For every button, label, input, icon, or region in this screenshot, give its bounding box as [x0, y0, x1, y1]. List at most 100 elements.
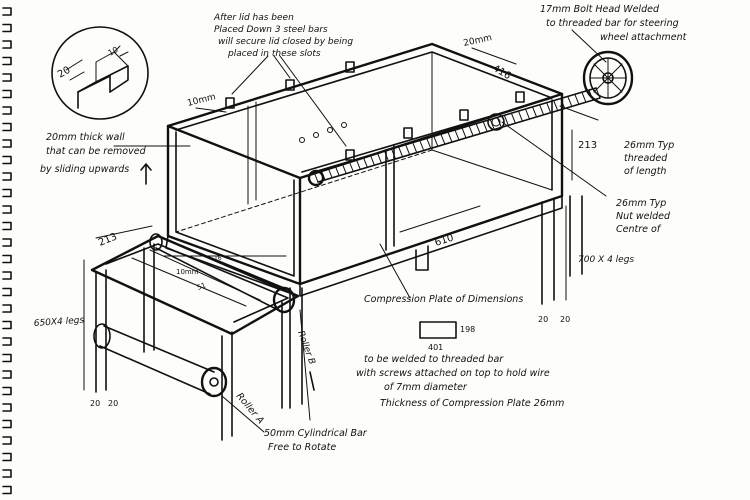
- lid-note-3: will secure lid closed by being: [218, 37, 353, 47]
- bolt-note-2: to threaded bar for steering: [546, 18, 679, 29]
- binding-ring: [2, 7, 12, 16]
- dim-width-213-left: 213: [97, 231, 119, 248]
- thread-mark: [419, 140, 425, 151]
- binding-ring: [2, 320, 12, 330]
- thread-mark: [510, 112, 516, 124]
- thread-mark: [489, 119, 495, 130]
- binding-ring: [2, 172, 12, 181]
- binding-ring: [2, 337, 12, 346]
- binding-ring: [2, 403, 12, 412]
- binding-ring: [2, 122, 12, 132]
- binding-ring: [2, 386, 12, 396]
- bolt-note-1: 17mm Bolt Head Welded: [540, 4, 660, 15]
- thread-mark: [391, 148, 397, 160]
- binding-ring: [2, 23, 12, 33]
- dim-inner-10mm: 10mm: [176, 268, 199, 276]
- bar-note-3: of length: [624, 166, 666, 177]
- binding-ring: [2, 469, 12, 478]
- weld-note-2: with screws attached on top to hold wire: [356, 368, 550, 379]
- wall-note-3: by sliding upwards: [40, 164, 129, 175]
- lid-note-1: After lid has been: [213, 13, 294, 23]
- thread-mark: [405, 144, 411, 156]
- bolt-note-3: wheel attachment: [600, 32, 688, 43]
- lid-slots: [225, 61, 525, 161]
- binding-ring: [2, 238, 12, 247]
- dim-leg-20-b: 20: [560, 315, 570, 324]
- steering-wheel: [582, 50, 634, 106]
- thread-mark: [482, 121, 488, 133]
- thread-mark: [525, 108, 530, 120]
- spiral-binding: [0, 0, 16, 500]
- compression-plate-outline: [419, 321, 457, 339]
- binding-ring: [2, 40, 12, 49]
- thread-mark: [376, 152, 382, 164]
- thread-mark: [581, 91, 587, 103]
- thread-mark: [313, 171, 319, 183]
- binding-ring: [2, 370, 12, 379]
- annotation-arrows: [113, 29, 607, 433]
- weld-note-3: of 7mm diameter: [384, 382, 468, 393]
- dim-leg-20-d: 20: [108, 399, 118, 408]
- plate-height: 198: [460, 325, 475, 334]
- roller-b-label: Roller B: [295, 330, 316, 366]
- dim-inner-51: 51: [196, 281, 207, 292]
- cylinder-note-1: 50mm Cylindrical Bar: [264, 428, 368, 439]
- roller-a-label: Roller A: [234, 391, 266, 426]
- binding-ring: [2, 89, 12, 99]
- detail-dim-10: 10: [107, 45, 120, 58]
- binding-ring: [2, 205, 12, 214]
- thread-mark: [412, 142, 418, 154]
- wall-note-2: that can be removed: [46, 146, 147, 157]
- dim-leg-20-a: 20: [538, 315, 548, 324]
- dim-length-610: 610: [434, 232, 456, 248]
- roller-stand: [90, 233, 315, 441]
- dimension-lines: [83, 47, 573, 391]
- legs-left-label: 650X4 legs: [34, 315, 85, 329]
- thread-mark: [539, 104, 545, 116]
- thread-mark: [560, 98, 566, 109]
- binding-ring: [2, 419, 12, 429]
- thread-mark: [426, 137, 432, 149]
- thread-mark: [567, 95, 573, 107]
- dim-inner-16: 16: [214, 255, 222, 262]
- thread-mark: [574, 93, 580, 105]
- thickness-note: Thickness of Compression Plate 26mm: [380, 398, 564, 409]
- binding-ring: [2, 155, 12, 165]
- binding-ring: [2, 452, 12, 462]
- thread-mark: [348, 161, 354, 172]
- lid-note-4: placed in these slots: [227, 49, 321, 59]
- thread-mark: [384, 150, 389, 162]
- thread-mark: [355, 158, 361, 170]
- binding-rings: [2, 7, 12, 495]
- thread-mark: [496, 116, 502, 128]
- binding-ring: [2, 353, 12, 363]
- thread-mark: [440, 133, 446, 145]
- thread-mark: [461, 127, 467, 139]
- main-box: [165, 42, 564, 297]
- binding-ring: [2, 221, 12, 231]
- binding-ring: [2, 287, 12, 297]
- legs-right-label: 700 X 4 legs: [578, 255, 634, 265]
- thread-mark: [517, 110, 523, 122]
- thread-mark: [532, 106, 538, 118]
- dim-leg-20-c: 20: [90, 399, 100, 408]
- bar-note-1: 26mm Typ: [624, 140, 674, 151]
- thread-mark: [327, 167, 333, 179]
- thread-mark: [475, 123, 481, 135]
- thread-mark: [369, 154, 375, 166]
- thread-mark: [447, 131, 453, 143]
- cylinder-note-2: Free to Rotate: [268, 442, 336, 453]
- corner-detail-circle: [51, 26, 149, 120]
- nut-note-3: Centre of: [616, 224, 662, 235]
- thread-mark: [553, 100, 559, 112]
- wall-note-1: 20mm thick wall: [46, 132, 125, 143]
- binding-ring: [2, 254, 12, 264]
- binding-ring: [2, 73, 12, 82]
- thread-mark: [341, 163, 347, 175]
- dim-top-20mm: 20mm: [463, 33, 493, 49]
- binding-ring: [2, 139, 12, 148]
- binding-ring: [2, 485, 12, 495]
- binding-ring: [2, 56, 12, 66]
